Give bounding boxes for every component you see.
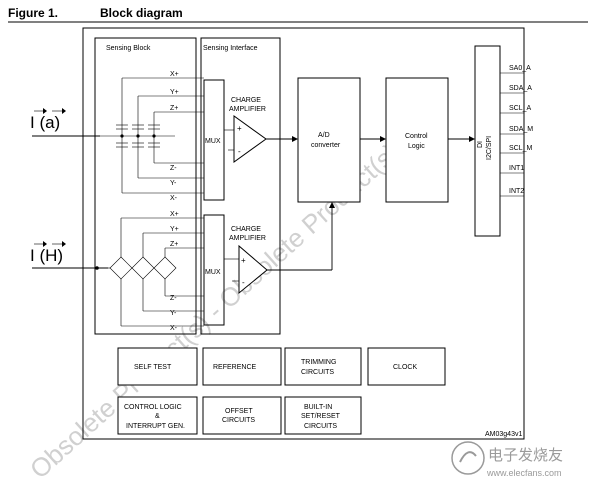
interface-label: DI — [477, 141, 484, 148]
adc-label: A/D — [318, 132, 330, 139]
control-logic-interrupt-label: CONTROL LOGIC — [124, 404, 182, 411]
offset-label: OFFSET — [225, 408, 253, 415]
axis-label: Z- — [170, 165, 177, 172]
accel-input-label: I (a) — [30, 113, 60, 132]
offset-block — [202, 396, 282, 435]
pin-label: SDA_A — [509, 85, 532, 92]
control-logic-interrupt-label: INTERRUPT GEN. — [126, 423, 185, 430]
axis-label: Z+ — [170, 105, 178, 112]
sensing-interface — [200, 37, 281, 335]
charge-amp-bottom-label: AMPLIFIER — [229, 235, 266, 242]
signal-paths — [266, 136, 475, 271]
mux-top-label: MUX — [205, 138, 221, 145]
self-test-label: SELF TEST — [134, 364, 172, 371]
control-logic-interrupt-label: & — [155, 413, 160, 420]
axis-label: Y+ — [170, 226, 179, 233]
figure-number: Figure 1. — [8, 6, 58, 20]
site-logo-icon — [451, 441, 485, 475]
mag-bridge-network — [97, 217, 204, 327]
sensing-interface-label: Sensing Interface — [203, 45, 258, 52]
axis-label: Y- — [170, 310, 177, 317]
amp-plus: + — [237, 124, 242, 133]
builtin-set-reset-block — [284, 396, 362, 435]
mag-input-label: I (H) — [30, 246, 63, 265]
vector-arrow-icon-mag — [34, 241, 66, 247]
mux-top — [203, 79, 225, 201]
reference-label: REFERENCE — [213, 364, 257, 371]
site-watermark: 电子发烧友 — [488, 447, 563, 464]
axis-label: X- — [170, 195, 178, 202]
builtin-set-reset-label: BUILT-IN — [304, 404, 332, 411]
pin-label: SDA_M — [509, 126, 533, 133]
figure-code: AM03g43v1 — [485, 431, 522, 438]
charge-amp-top-label: AMPLIFIER — [229, 106, 266, 113]
builtin-set-reset-label: SET/RESET — [301, 413, 341, 420]
charge-amp-top-label: CHARGE — [231, 97, 261, 104]
pin-label: SA0_A — [509, 65, 531, 72]
figure-title: Block diagram — [100, 6, 183, 20]
axis-label: Z- — [170, 295, 177, 302]
chip-outline — [82, 27, 525, 440]
trimming-block — [284, 347, 362, 386]
site-url: www.elecfans.com — [486, 468, 562, 478]
interface-label: I2C/SPI — [486, 136, 493, 160]
axis-label: X+ — [170, 211, 179, 218]
adc-label: converter — [311, 142, 341, 149]
charge-amp-bottom-label: CHARGE — [231, 226, 261, 233]
control-logic-label: Control — [405, 133, 428, 140]
axis-label: Y- — [170, 180, 177, 187]
clock-block — [367, 347, 446, 386]
charge-amplifier-bottom-icon — [238, 244, 268, 295]
sensing-block-label: Sensing Block — [106, 45, 151, 52]
control-logic-block — [385, 77, 449, 203]
adc-block — [297, 77, 361, 203]
mux-bottom — [203, 214, 225, 326]
control-logic-interrupt-block — [117, 396, 198, 435]
pin-lines — [500, 72, 524, 197]
axis-label: Z+ — [170, 241, 178, 248]
self-test-block — [117, 347, 198, 386]
pin-label: INT2 — [509, 188, 524, 195]
axis-label: X- — [170, 325, 178, 332]
axis-label: Y+ — [170, 89, 179, 96]
mux-bottom-label: MUX — [205, 269, 221, 276]
charge-amplifier-top-icon — [233, 115, 267, 163]
pin-label: INT1 — [509, 165, 524, 172]
amp-minus: - — [238, 147, 241, 156]
trimming-label: TRIMMING — [301, 359, 336, 366]
control-logic-label: Logic — [408, 143, 425, 150]
interface-block — [474, 45, 501, 237]
pin-label: SCL_M — [509, 145, 533, 152]
amp-minus: - — [242, 278, 245, 287]
axis-label: X+ — [170, 71, 179, 78]
vector-arrow-icon-accel — [34, 108, 66, 114]
clock-label: CLOCK — [393, 364, 417, 371]
reference-block — [202, 347, 282, 386]
builtin-set-reset-label: CIRCUITS — [304, 423, 337, 430]
offset-label: CIRCUITS — [222, 417, 255, 424]
sensing-block — [94, 37, 197, 335]
amp-plus: + — [241, 256, 246, 265]
pin-label: SCL_A — [509, 105, 532, 112]
accel-capacitor-network — [100, 77, 204, 194]
trimming-label: CIRCUITS — [301, 369, 334, 376]
